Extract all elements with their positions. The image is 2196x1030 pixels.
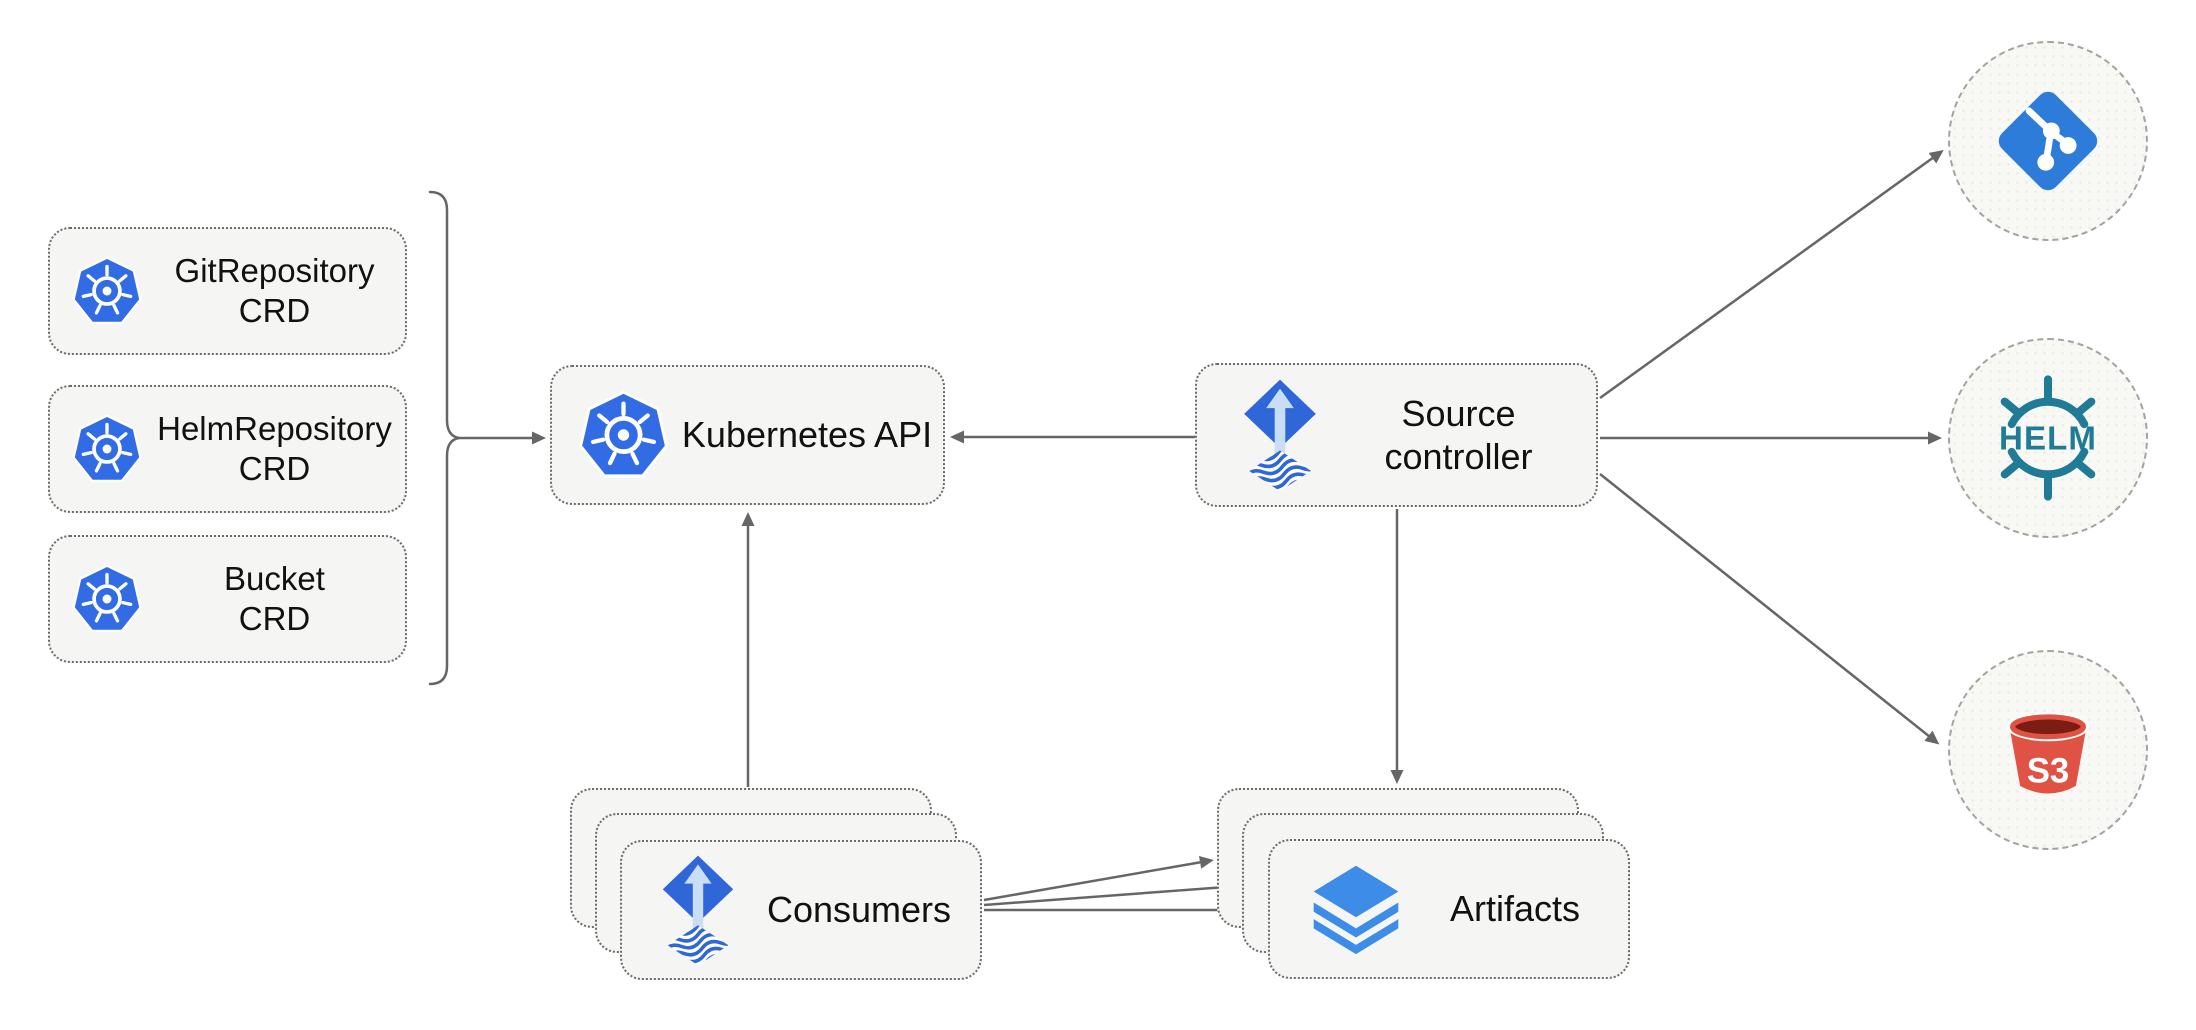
node-consumers: Consumers xyxy=(620,840,982,980)
source-controller-line1: Source xyxy=(1401,392,1516,434)
artifacts-label: Artifacts xyxy=(1449,888,1581,930)
kubernetes-api-label: Kubernetes API xyxy=(681,414,933,456)
helm-icon: HELM xyxy=(1999,375,2097,501)
helmrepository-crd-line2: CRD xyxy=(238,450,311,487)
source-controller-label: Source controller xyxy=(1321,392,1596,478)
node-gitrepository-crd: GitRepository CRD xyxy=(48,227,407,355)
kubernetes-icon xyxy=(70,559,144,639)
helmrepository-crd-label: HelmRepository CRD xyxy=(144,409,405,488)
crd-group-bracket xyxy=(428,190,460,686)
node-bucket-crd: Bucket CRD xyxy=(48,535,407,663)
layers-icon xyxy=(1310,862,1402,956)
node-helmrepository-crd: HelmRepository CRD xyxy=(48,385,407,513)
arrow-consumers-to-artifacts-2 xyxy=(983,880,1238,907)
external-s3: S3 xyxy=(1948,650,2148,850)
consumers-label: Consumers xyxy=(766,889,952,931)
external-helm: HELM xyxy=(1948,338,2148,538)
kubernetes-icon xyxy=(70,251,144,331)
node-kubernetes-api: Kubernetes API xyxy=(550,365,945,505)
bucket-crd-label: Bucket CRD xyxy=(144,559,405,638)
gitrepository-crd-label: GitRepository CRD xyxy=(144,251,405,330)
gitrepository-crd-line1: GitRepository xyxy=(174,252,375,290)
flux-icon xyxy=(1239,378,1321,492)
s3-icon: S3 xyxy=(2006,712,2090,794)
node-artifacts: Artifacts xyxy=(1268,839,1630,979)
external-git xyxy=(1948,41,2148,241)
s3-label: S3 xyxy=(2027,751,2070,790)
helmrepository-crd-line1: HelmRepository xyxy=(157,410,392,448)
gitrepository-crd-line2: CRD xyxy=(238,292,311,329)
kubernetes-icon xyxy=(70,409,144,489)
arrow-source-to-s3 xyxy=(1599,473,1940,745)
bucket-crd-line1: Bucket xyxy=(224,560,325,598)
kubernetes-icon xyxy=(576,386,671,484)
bucket-crd-line2: CRD xyxy=(238,600,311,637)
arrow-source-to-git xyxy=(1599,149,1944,400)
helm-label: HELM xyxy=(1999,421,2097,458)
source-controller-line2: controller xyxy=(1384,436,1533,477)
flux-icon xyxy=(658,854,738,966)
arrow-consumers-to-artifacts-1 xyxy=(983,855,1214,902)
git-icon xyxy=(1992,85,2104,197)
node-source-controller: Source controller xyxy=(1195,363,1598,507)
